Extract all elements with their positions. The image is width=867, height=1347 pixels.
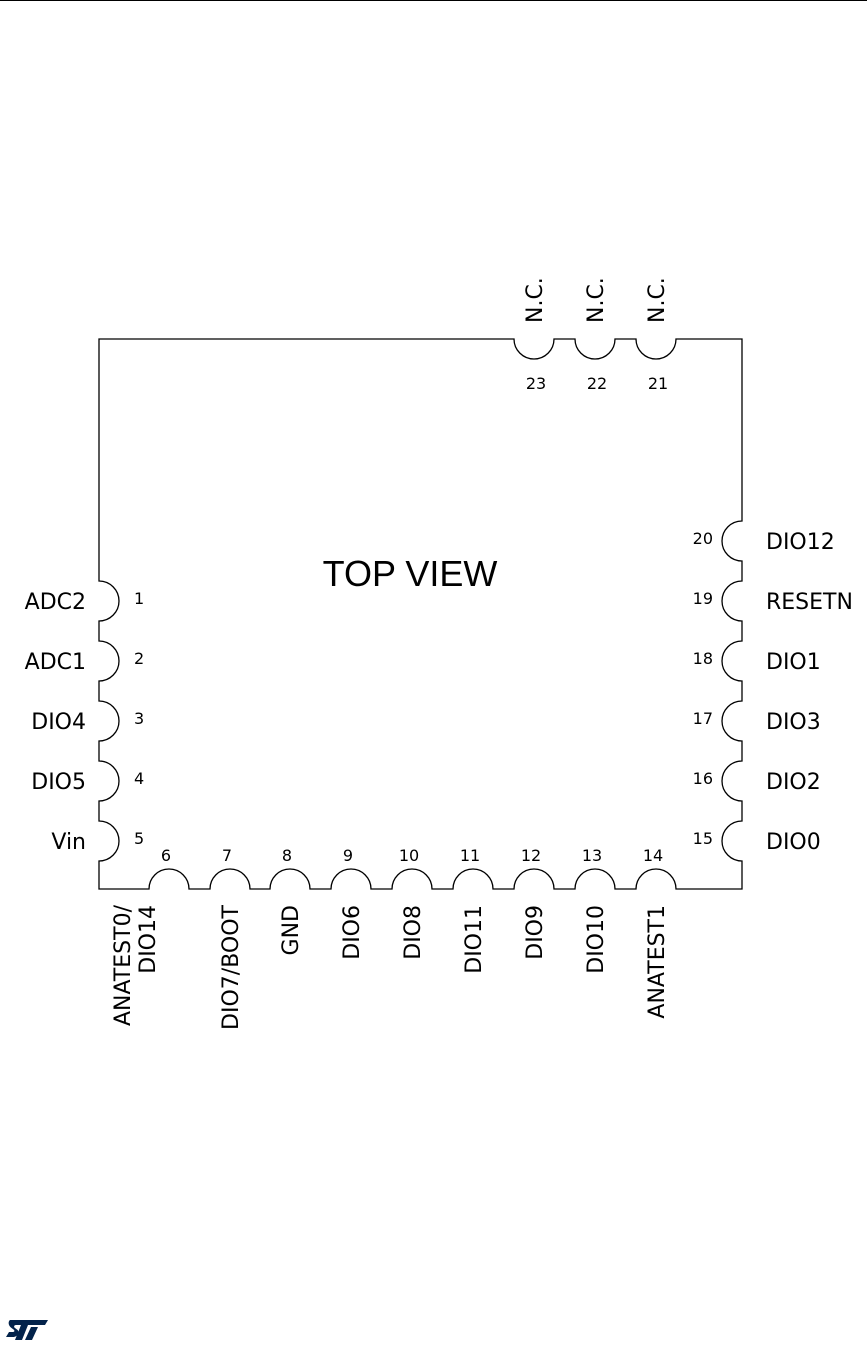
pin-label-6: ANATEST0/ xyxy=(111,904,136,1026)
pin-label-18: DIO1 xyxy=(766,650,821,675)
pin-label-17: DIO3 xyxy=(766,710,821,735)
pin-label-2: ADC1 xyxy=(25,650,86,675)
pin-label-9: DIO6 xyxy=(340,905,365,960)
pin-number-16: 16 xyxy=(693,769,713,788)
pin-number-9: 9 xyxy=(343,846,353,865)
pin-number-23: 23 xyxy=(526,374,546,393)
pin-number-17: 17 xyxy=(693,709,713,728)
pin-label-22: N.C. xyxy=(584,277,609,323)
pin-number-4: 4 xyxy=(134,769,144,788)
pin-number-22: 22 xyxy=(587,374,607,393)
pin-number-7: 7 xyxy=(222,846,232,865)
pin-number-14: 14 xyxy=(643,846,663,865)
pin-number-3: 3 xyxy=(134,709,144,728)
pin-label-5: Vin xyxy=(51,830,86,855)
pin-label-13: DIO10 xyxy=(584,905,609,974)
st-logo-icon xyxy=(4,1318,52,1342)
pin-label-4: DIO5 xyxy=(31,770,86,795)
pin-number-12: 12 xyxy=(521,846,541,865)
pin-label-1: ADC2 xyxy=(25,590,86,615)
pin-label-10: DIO8 xyxy=(401,905,426,960)
pin-number-15: 15 xyxy=(693,829,713,848)
pin-number-5: 5 xyxy=(134,829,144,848)
pin-label-11: DIO11 xyxy=(462,905,487,974)
pin-label-23: N.C. xyxy=(523,277,548,323)
pin-label-3: DIO4 xyxy=(31,710,86,735)
pin-number-11: 11 xyxy=(460,846,480,865)
pin-number-10: 10 xyxy=(399,846,419,865)
pin-number-2: 2 xyxy=(134,649,144,668)
module-outline xyxy=(99,339,742,889)
pin-number-13: 13 xyxy=(582,846,602,865)
pin-label-8: GND xyxy=(279,905,304,955)
pin-number-6: 6 xyxy=(161,846,171,865)
pin-label-14: ANATEST1 xyxy=(645,905,670,1019)
pin-label-6-line2: DIO14 xyxy=(136,905,161,974)
pin-number-18: 18 xyxy=(693,649,713,668)
diagram-title: TOP VIEW xyxy=(323,553,498,594)
pin-label-15: DIO0 xyxy=(766,830,821,855)
pin-number-8: 8 xyxy=(282,846,292,865)
pin-number-21: 21 xyxy=(648,374,668,393)
pin-label-21: N.C. xyxy=(645,277,670,323)
pin-label-16: DIO2 xyxy=(766,770,821,795)
pin-label-12: DIO9 xyxy=(523,905,548,960)
pin-label-19: RESETN xyxy=(766,590,853,615)
pin-label-20: DIO12 xyxy=(766,530,835,555)
pin-label-7: DIO7/BOOT xyxy=(219,904,244,1029)
pin-number-1: 1 xyxy=(134,589,144,608)
pin-number-20: 20 xyxy=(693,529,713,548)
pin-number-19: 19 xyxy=(693,589,713,608)
